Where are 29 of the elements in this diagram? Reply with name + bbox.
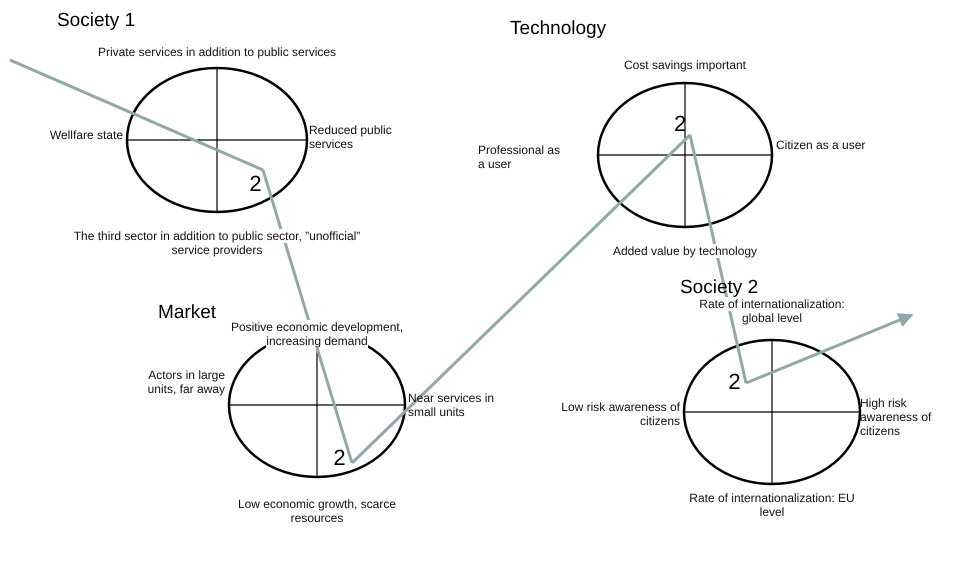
connector-line — [688, 134, 748, 384]
connector-line — [262, 170, 354, 464]
axis-label: The third sector in addition to public sector, ”unofficial” service providers — [72, 229, 362, 257]
axis-label: Cost savings important — [622, 58, 748, 72]
axis-label: Low risk awareness of citizens — [560, 400, 680, 428]
axis-label: Actors in large units, far away — [146, 368, 225, 396]
group-title: Technology — [510, 18, 606, 40]
axis-label: Reduced public services — [309, 123, 393, 151]
connector-line — [9, 58, 264, 172]
scenario-number: 2 — [674, 112, 686, 136]
axis-label: Citizen as a user — [776, 138, 866, 152]
axis-label: Rate of internationalization: EU level — [688, 491, 856, 519]
scenario-number: 2 — [249, 172, 262, 196]
axis-label: Added value by technology — [612, 244, 758, 258]
group-title: Market — [158, 302, 216, 324]
scenario-number: 2 — [728, 370, 741, 394]
axis-label: Private services in addition to public services — [96, 45, 338, 59]
axis-label: Positive economic development, increasing demand — [230, 320, 404, 348]
axis-label: Professional as a user — [478, 143, 562, 171]
axis-label: Near services in small units — [408, 391, 496, 419]
connector-line — [350, 134, 692, 464]
axis-label: High risk awareness of citizens — [860, 396, 932, 438]
axis-label: Low economic growth, scarce resources — [236, 497, 398, 525]
group-title: Society 2 — [680, 277, 758, 299]
axis-label: Rate of internationalization: global level — [698, 297, 846, 325]
group-title: Society 1 — [57, 10, 136, 32]
arrow — [745, 313, 914, 384]
axis-label: Wellfare state — [48, 128, 123, 142]
scenario-number: 2 — [333, 446, 346, 472]
